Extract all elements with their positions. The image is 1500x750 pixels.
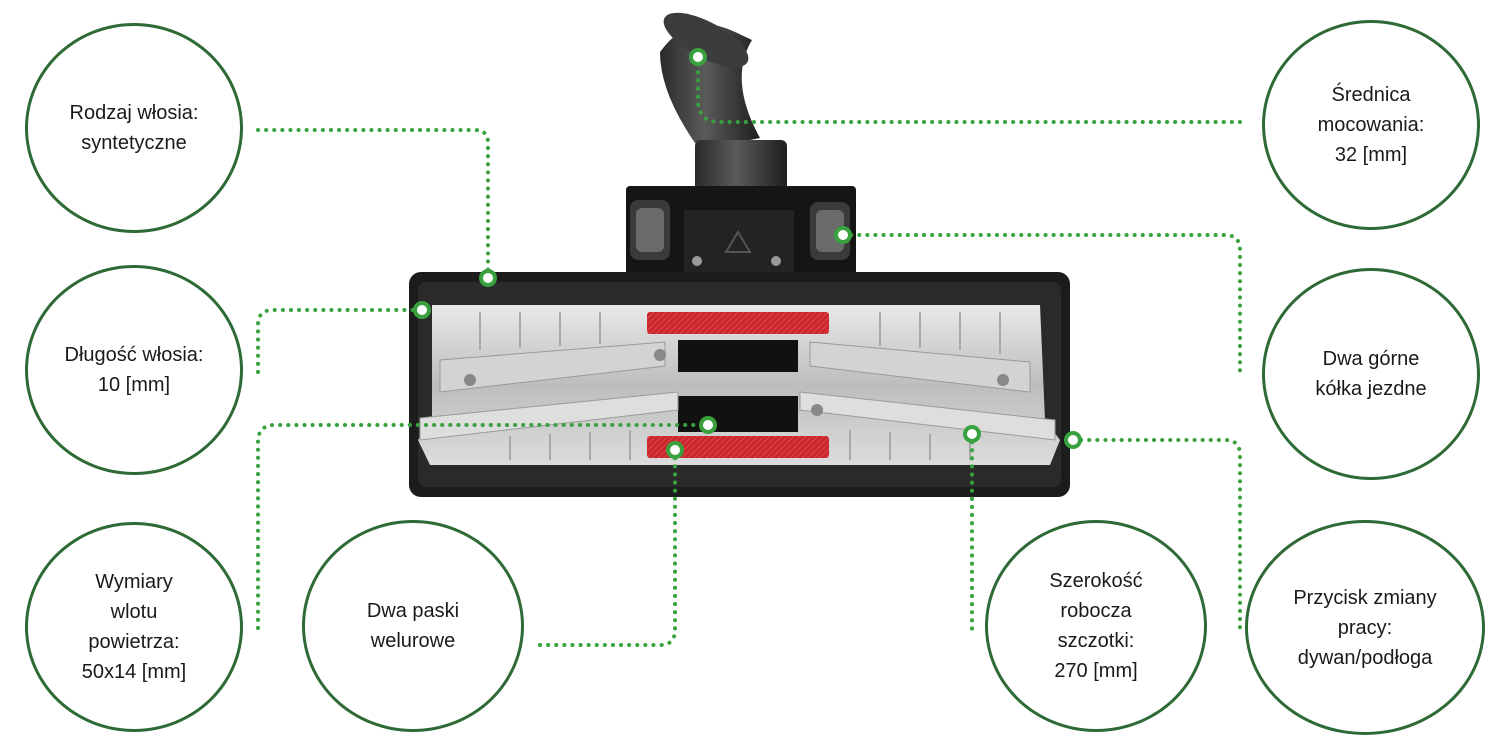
velour-strip-top <box>647 312 829 334</box>
marker-dlugosc <box>413 301 431 319</box>
marker-szerokosc <box>963 425 981 443</box>
feature-wymiary-wlotu: Wymiary wlotu powietrza: 50x14 [mm] <box>25 522 243 732</box>
feature-kolka-jezdne: Dwa górne kółka jezdne <box>1262 268 1480 480</box>
vacuum-nozzle-image <box>409 12 1070 497</box>
feature-rodzaj-wlosia: Rodzaj włosia: syntetyczne <box>25 23 243 233</box>
marker-paski <box>666 441 684 459</box>
feature-dlugosc-wlosia: Długość włosia: 10 [mm] <box>25 265 243 475</box>
leader-line-dlugosc <box>256 308 424 374</box>
leader-line-srednica <box>696 55 1242 124</box>
velour-strip-bottom <box>647 436 829 458</box>
feature-label: Długość włosia: 10 [mm] <box>64 344 204 396</box>
feature-label: Dwa paski welurowe <box>366 600 460 652</box>
feature-label: Dwa górne kółka jezdne <box>1315 348 1427 400</box>
feature-label: Rodzaj włosia: syntetyczne <box>69 102 199 154</box>
leader-line-paski <box>538 448 677 647</box>
marker-przycisk <box>1064 431 1082 449</box>
leader-line-rodzaj <box>256 128 490 280</box>
feature-szerokosc-robocza: Szerokość robocza szczotki: 270 [mm] <box>985 520 1207 732</box>
feature-label: Szerokość robocza szczotki: 270 [mm] <box>1049 570 1143 682</box>
marker-srednica <box>689 48 707 66</box>
feature-label: Wymiary wlotu powietrza: 50x14 [mm] <box>81 571 187 683</box>
leader-line-kolka <box>841 233 1242 380</box>
feature-paski-welurowe: Dwa paski welurowe <box>302 520 524 732</box>
leader-line-przycisk <box>1071 438 1242 636</box>
feature-przycisk-zmiany-pracy: Przycisk zmiany pracy: dywan/podłoga <box>1245 520 1485 735</box>
leader-line-wymiary <box>256 423 710 630</box>
feature-label: Średnica mocowania: 32 [mm] <box>1317 84 1425 166</box>
marker-wymiary <box>699 416 717 434</box>
marker-kolka <box>834 226 852 244</box>
feature-srednica-mocowania: Średnica mocowania: 32 [mm] <box>1262 20 1480 230</box>
feature-label: Przycisk zmiany pracy: dywan/podłoga <box>1293 586 1437 669</box>
marker-rodzaj <box>479 269 497 287</box>
